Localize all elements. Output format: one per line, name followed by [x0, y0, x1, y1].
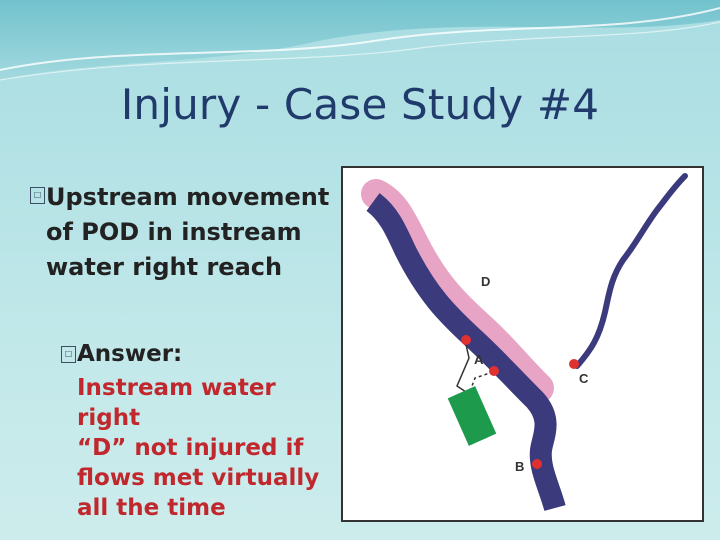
- diversion-ditch: [456, 339, 470, 395]
- river-diagram: D A C B: [341, 166, 704, 522]
- answer-line: Instream water right: [77, 375, 276, 431]
- label-b: B: [515, 459, 524, 474]
- answer-line: “D” not injured if: [77, 435, 304, 461]
- bullet-line: water right reach: [46, 253, 283, 281]
- label-c: C: [579, 371, 589, 386]
- main-river: [366, 193, 566, 512]
- bullet-box-icon: □: [30, 187, 45, 204]
- answer-line: flows met virtually: [77, 465, 320, 491]
- point-c: [569, 359, 579, 369]
- answer-text: Instream water right “D” not injured if …: [30, 373, 340, 523]
- bullet-box-icon: □: [61, 346, 76, 363]
- label-d: D: [481, 274, 490, 289]
- answer-label: Answer:: [77, 341, 183, 367]
- diversion-block: [447, 386, 497, 446]
- point-a-lower: [489, 366, 499, 376]
- river-diagram-svg: D A C B: [361, 173, 688, 512]
- bullet-line: of POD in instream: [46, 218, 302, 246]
- bullet-list: □ Upstream movement of POD in instream w…: [30, 180, 340, 523]
- tributary-stream: [574, 173, 688, 369]
- decorative-wave-banner: [0, 0, 720, 81]
- point-a-upper: [461, 335, 471, 345]
- slide-title: Injury - Case Study #4: [120, 80, 600, 129]
- point-b: [532, 459, 542, 469]
- bullet-answer: □ Answer:: [30, 339, 340, 369]
- label-a: A: [474, 352, 484, 367]
- bullet-line: Upstream movement: [46, 183, 330, 211]
- answer-line: all the time: [77, 495, 226, 521]
- bullet-upstream-movement: □ Upstream movement of POD in instream w…: [30, 180, 340, 285]
